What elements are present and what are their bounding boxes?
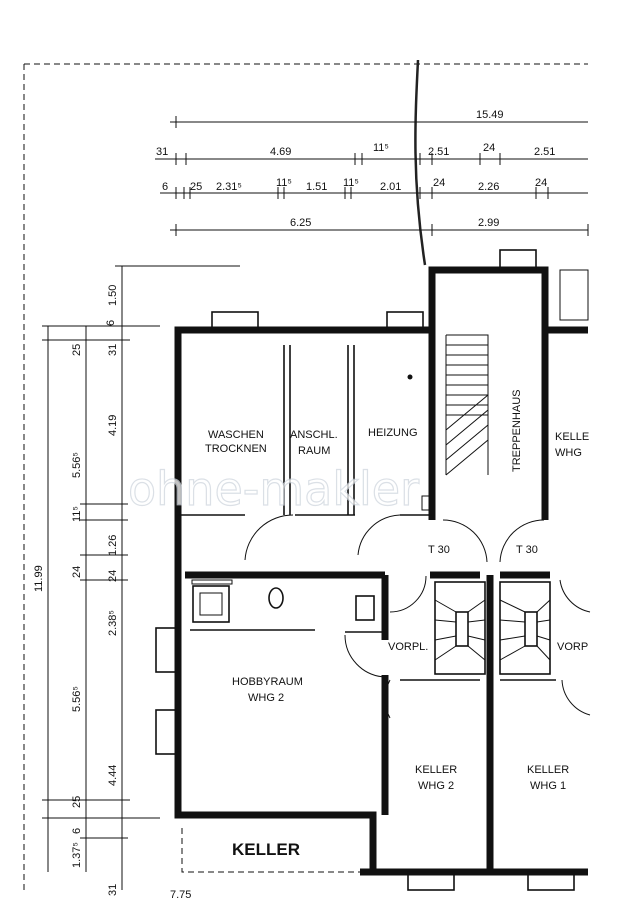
dim-r2-c: 2.31⁵ <box>216 181 242 193</box>
label-vorpl-left: VORPL. <box>388 641 428 653</box>
dim-left-i8: 4.44 <box>107 765 119 786</box>
dim-left-o2: 5.56⁵ <box>71 452 83 478</box>
dim-left-o8: 1.37⁵ <box>71 842 83 868</box>
top-dimension-lines: 15.49 31 4.69 11⁵ 2.51 24 2.51 6 25 2.31… <box>155 109 589 236</box>
dim-r2-f: 11⁵ <box>343 177 359 189</box>
dim-left-i9: 31 <box>107 884 119 896</box>
dim-top-total: 15.49 <box>476 109 504 121</box>
label-trocknen: TROCKNEN <box>205 443 267 455</box>
dim-r1-a: 31 <box>156 146 168 158</box>
label-anschluss: ANSCHL. <box>290 429 338 441</box>
scan-crease-line <box>414 59 427 266</box>
windows <box>155 249 589 891</box>
spiral-stairs <box>434 581 551 675</box>
watermark-text: ohne-makler <box>128 462 419 516</box>
label-whg2-hobby: WHG 2 <box>248 692 284 704</box>
dim-left-i4: 4.19 <box>107 415 119 436</box>
dim-r1-b: 4.69 <box>270 146 291 158</box>
dim-left-i6: 24 <box>107 570 119 582</box>
dim-left-i3: 31 <box>107 344 119 356</box>
dim-r2-b: 25 <box>190 181 202 193</box>
dim-r3-b: 2.99 <box>478 217 499 229</box>
dim-left-o1: 25 <box>71 344 83 356</box>
dim-r1-c: 11⁵ <box>373 142 389 154</box>
plan-frame <box>23 63 588 892</box>
dim-r2-i: 2.26 <box>478 181 499 193</box>
label-keller-whg1: KELLER <box>527 764 569 776</box>
dim-left-o3: 11⁵ <box>71 506 83 522</box>
fixtures <box>191 374 413 623</box>
label-treppenhaus: TREPPENHAUS <box>511 389 523 472</box>
dim-r2-e: 1.51 <box>306 181 327 193</box>
walls <box>174 266 588 876</box>
label-whg-right: WHG <box>555 447 582 459</box>
label-keller-whg2: KELLER <box>415 764 457 776</box>
label-whg2: WHG 2 <box>418 780 454 792</box>
stair-treads <box>421 334 489 511</box>
left-dimension-lines: 11.99 25 5.56⁵ 11⁵ 24 5.56⁵ 25 6 1.37⁵ 6… <box>33 265 240 900</box>
dim-bottom-partial: 7.75 <box>170 889 191 900</box>
dim-r2-a: 6 <box>162 181 168 193</box>
label-heizung: HEIZUNG <box>368 427 418 439</box>
dim-left-o5: 5.56⁵ <box>71 686 83 712</box>
label-whg1: WHG 1 <box>530 780 566 792</box>
dim-r1-e: 24 <box>483 142 495 154</box>
label-waschen: WASCHEN <box>208 429 264 441</box>
label-raum: RAUM <box>298 445 330 457</box>
dim-left-o6: 25 <box>71 796 83 808</box>
doors <box>244 514 591 719</box>
dim-left-i1: 6 <box>105 320 117 326</box>
label-t30-right: T 30 <box>516 544 538 556</box>
label-vorpl-right: VORP <box>557 641 588 653</box>
dim-r3-a: 6.25 <box>290 217 311 229</box>
dim-left-i7: 2.38⁵ <box>107 610 119 636</box>
dim-r2-j: 24 <box>535 177 547 189</box>
room-labels: WASCHEN TROCKNEN ANSCHL. RAUM HEIZUNG TR… <box>205 389 589 859</box>
label-keller-title: KELLER <box>232 840 300 859</box>
dim-r2-d: 11⁵ <box>276 177 292 189</box>
dim-left-o7: 6 <box>71 828 83 834</box>
label-t30-left: T 30 <box>428 544 450 556</box>
dim-left-total: 11.99 <box>33 565 45 592</box>
dim-r1-f: 2.51 <box>534 146 555 158</box>
dim-left-i2: 1.50 <box>107 285 119 306</box>
dim-left-i5: 1.26 <box>107 535 119 556</box>
dim-r2-g: 2.01 <box>380 181 401 193</box>
dim-r2-h: 24 <box>433 177 445 189</box>
label-keller-right: KELLE <box>555 431 589 443</box>
dim-left-o4: 24 <box>71 566 83 578</box>
label-hobbyraum: HOBBYRAUM <box>232 676 303 688</box>
dim-r1-d: 2.51 <box>428 146 449 158</box>
